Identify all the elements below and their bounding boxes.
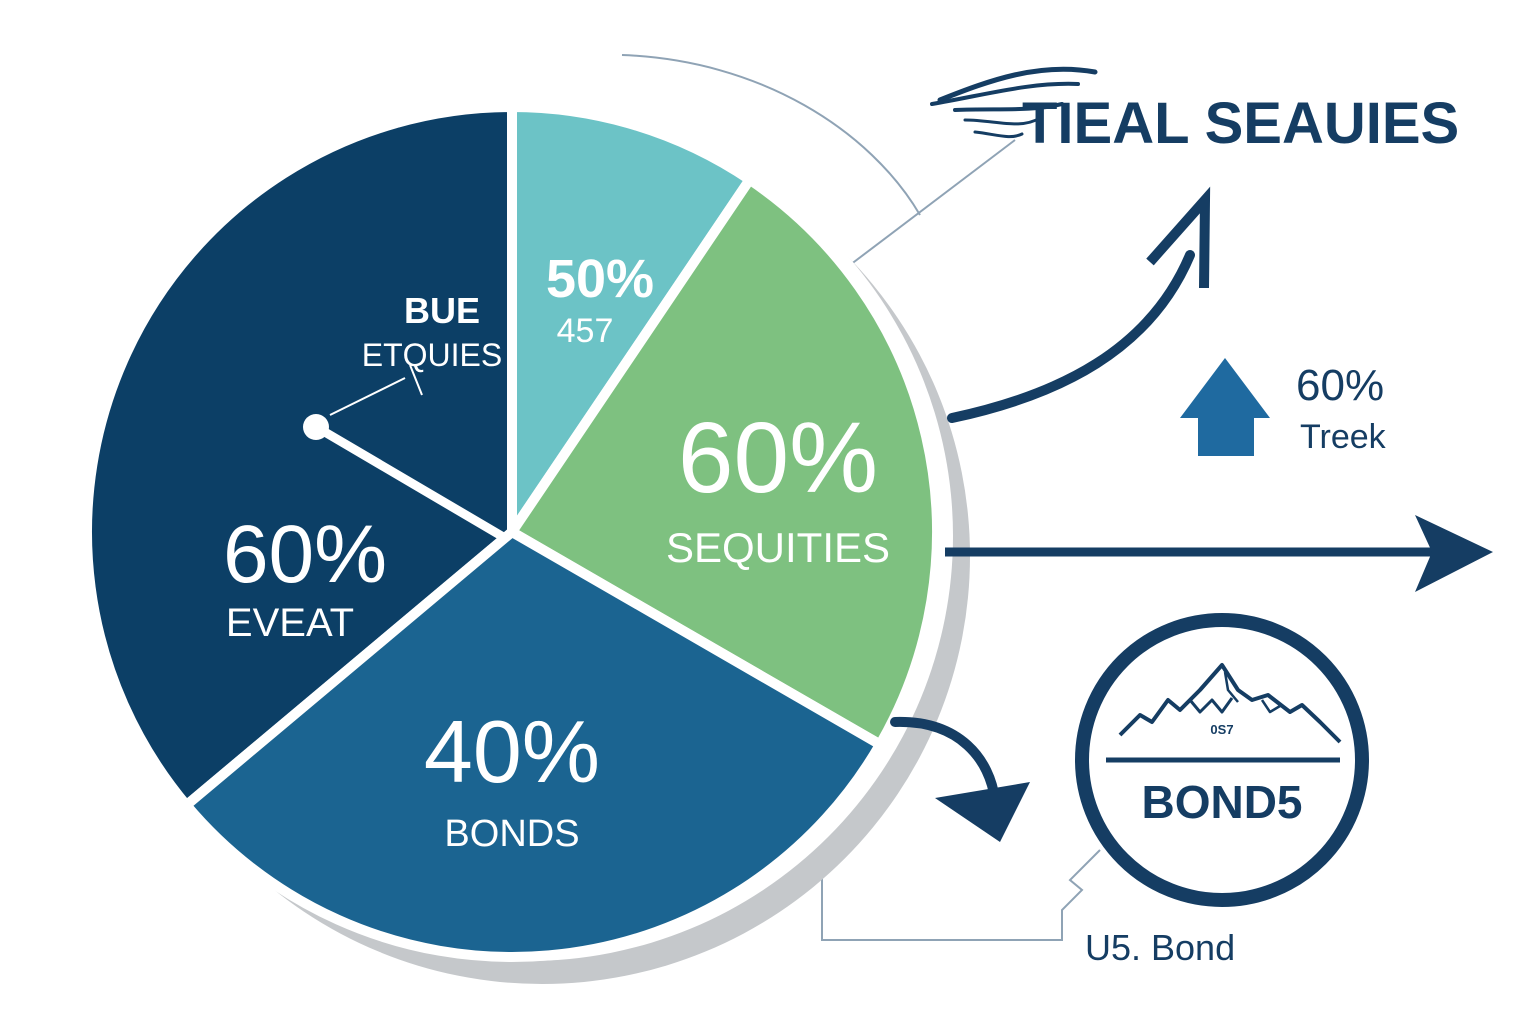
- curved-up-arrow-line: [947, 250, 1195, 423]
- slice-bonds-percent: 40%: [424, 702, 600, 801]
- annotation-line-2: ETQUIES: [362, 337, 502, 373]
- curved-down-arrow-head: [935, 782, 1030, 842]
- annotation-pointer-dot: [303, 414, 329, 440]
- trend-percent: 60%: [1296, 361, 1384, 410]
- decorative-bracket-line: [821, 849, 1101, 941]
- pie-slice-bonds: [181, 527, 886, 962]
- trend-label: Treek: [1300, 418, 1387, 456]
- pie-slice-teal: [507, 102, 755, 537]
- slice-sequities-percent: 60%: [678, 402, 878, 514]
- badge-label: BOND5: [1141, 776, 1302, 828]
- mountain-icon: [1118, 663, 1342, 744]
- chart-title: TIEAL SEAUIES: [1022, 91, 1459, 156]
- badge-small-text: 0S7: [1210, 722, 1233, 737]
- decorative-arc: [621, 54, 921, 216]
- pie-slice-sequities: [507, 174, 942, 750]
- wave-logo-icon: [930, 66, 1098, 139]
- slice-teal-sublabel: 457: [557, 312, 614, 350]
- pie-chart: [82, 102, 942, 962]
- annotation-line-1: BUE: [404, 290, 480, 331]
- decorative-leader-title: [849, 139, 1016, 266]
- annotation-pointer-line: [313, 423, 510, 543]
- slice-bonds-label: BONDS: [444, 813, 579, 855]
- curved-down-arrow-line: [890, 716, 1000, 805]
- slice-eveat-label: EVEAT: [226, 601, 354, 645]
- curved-up-arrow-head: [1146, 186, 1211, 289]
- annotation-leader-line: [329, 364, 423, 416]
- slice-teal-percent: 50%: [546, 249, 654, 309]
- pie-slice-eveat: [82, 102, 517, 811]
- footer-label: U5. Bond: [1085, 927, 1235, 968]
- right-arrow-head: [1415, 515, 1493, 592]
- trend-up-arrow-icon: [1180, 358, 1270, 456]
- slice-sequities-label: SEQUITIES: [666, 524, 890, 571]
- slice-eveat-percent: 60%: [223, 509, 387, 600]
